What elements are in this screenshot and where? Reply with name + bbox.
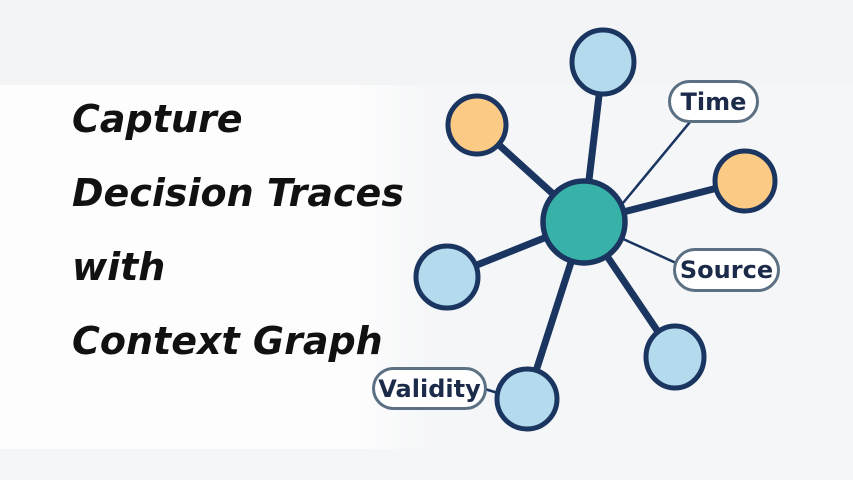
node-left-blue <box>413 243 481 311</box>
headline-line-1: Capture <box>72 97 243 141</box>
label-time-text: Time <box>680 87 747 116</box>
node-right-orange <box>712 148 778 214</box>
headline-line-2: Decision Traces <box>72 171 404 215</box>
node-hub-teal <box>540 178 628 266</box>
label-pill-validity: Validity <box>372 367 487 410</box>
label-validity-text: Validity <box>378 374 481 403</box>
headline-line-4: Context Graph <box>72 319 383 363</box>
node-bottom-center-blue <box>494 366 560 432</box>
label-pill-source: Source <box>673 248 780 292</box>
headline-line-3: with <box>72 245 166 289</box>
node-top-blue <box>569 27 637 97</box>
top-band <box>0 0 853 85</box>
headline-panel <box>0 85 432 449</box>
connector-time-label <box>621 120 692 205</box>
node-bottom-right-blue <box>643 323 707 391</box>
node-upper-left-orange <box>445 93 509 157</box>
connector-source-label <box>619 236 678 265</box>
label-source-text: Source <box>679 256 774 284</box>
label-pill-time: Time <box>668 80 759 123</box>
